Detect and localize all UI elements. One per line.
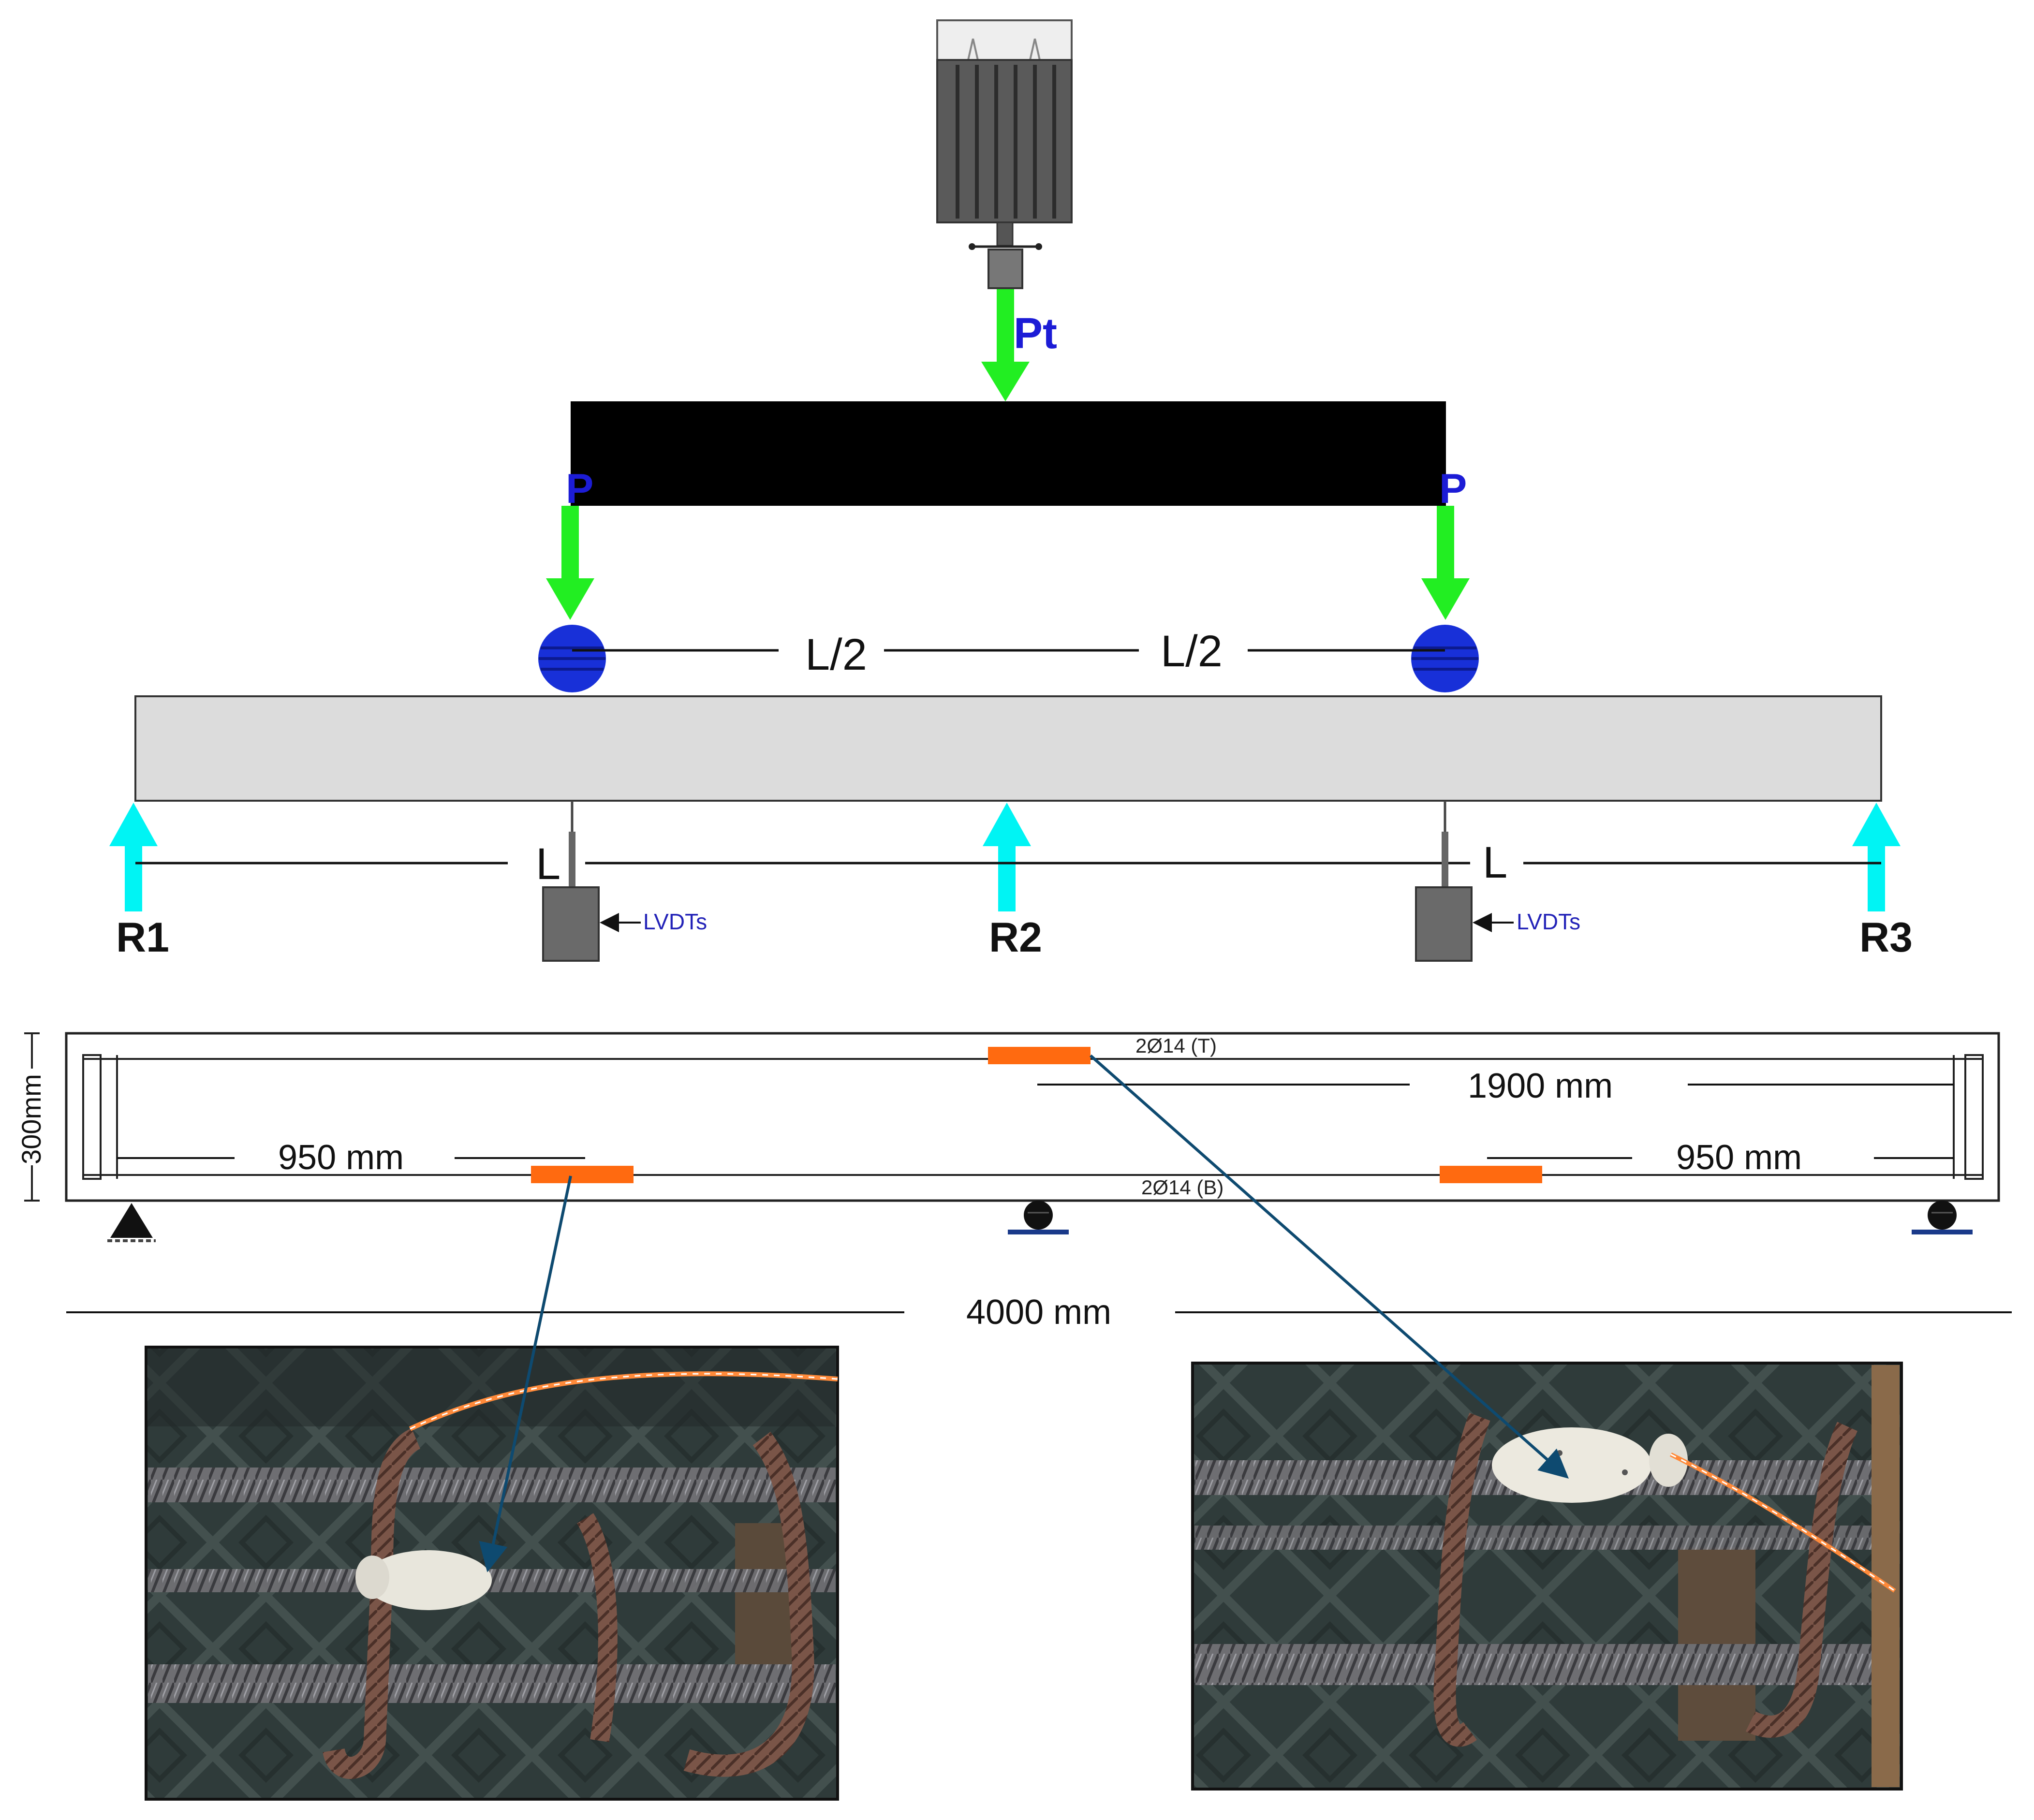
left-lvdt-label: LVDTs <box>643 909 707 934</box>
bottom-rebar-label: 2Ø14 (B) <box>1141 1176 1223 1199</box>
pin-support <box>107 1203 156 1242</box>
dim-left-label: 950 mm <box>278 1138 404 1177</box>
right-lvdt <box>1415 801 1473 962</box>
reaction-arrow-r3 <box>1852 803 1901 911</box>
reaction-label-r3: R3 <box>1859 914 1913 961</box>
reaction-arrow-r2 <box>983 803 1031 911</box>
photo-top-gauge <box>1191 1362 1903 1791</box>
leader-line-bottom-gauge <box>479 1175 572 1572</box>
right-lvdt-label: LVDTs <box>1517 909 1580 934</box>
strain-gauge-bottom-right <box>1440 1166 1542 1183</box>
strain-gauge-bottom-left <box>531 1166 634 1183</box>
right-point-load-label: P <box>1439 466 1467 512</box>
span-right-label: L <box>1483 838 1507 887</box>
depth-label: 300mm <box>16 1074 46 1164</box>
hydraulic-actuator <box>936 19 1073 289</box>
left-point-load-label: P <box>566 466 593 512</box>
left-point-load-arrow <box>546 506 594 620</box>
internal-dimensions <box>117 1084 1954 1159</box>
reaction-label-r2: R2 <box>989 914 1042 961</box>
depth-dimension <box>24 1032 40 1202</box>
right-point-load-arrow <box>1421 506 1470 620</box>
roller-support-right <box>1912 1201 1973 1234</box>
half-span-right-label: L/2 <box>1161 627 1223 676</box>
total-load-arrow <box>981 289 1030 401</box>
top-rebar-label: 2Ø14 (T) <box>1135 1034 1217 1057</box>
dim-right-label: 950 mm <box>1676 1138 1802 1177</box>
leader-line-top-gauge <box>1090 1054 1569 1479</box>
total-length-label: 4000 mm <box>966 1293 1111 1332</box>
dim-center-label: 1900 mm <box>1468 1067 1613 1105</box>
roller-support-center <box>1008 1201 1069 1234</box>
span-left-label: L <box>536 839 560 889</box>
reaction-label-r1: R1 <box>116 914 169 961</box>
right-loading-roller <box>1411 625 1479 692</box>
half-span-left-label: L/2 <box>805 630 867 679</box>
reaction-arrow-r1 <box>109 803 158 911</box>
spreader-beam <box>571 401 1446 506</box>
photo-bottom-gauge <box>145 1346 839 1801</box>
total-load-label: Pt <box>1014 309 1057 358</box>
left-lvdt <box>542 801 600 962</box>
strain-gauge-top <box>988 1047 1091 1064</box>
left-loading-roller <box>538 625 606 692</box>
test-beam <box>134 695 1882 802</box>
